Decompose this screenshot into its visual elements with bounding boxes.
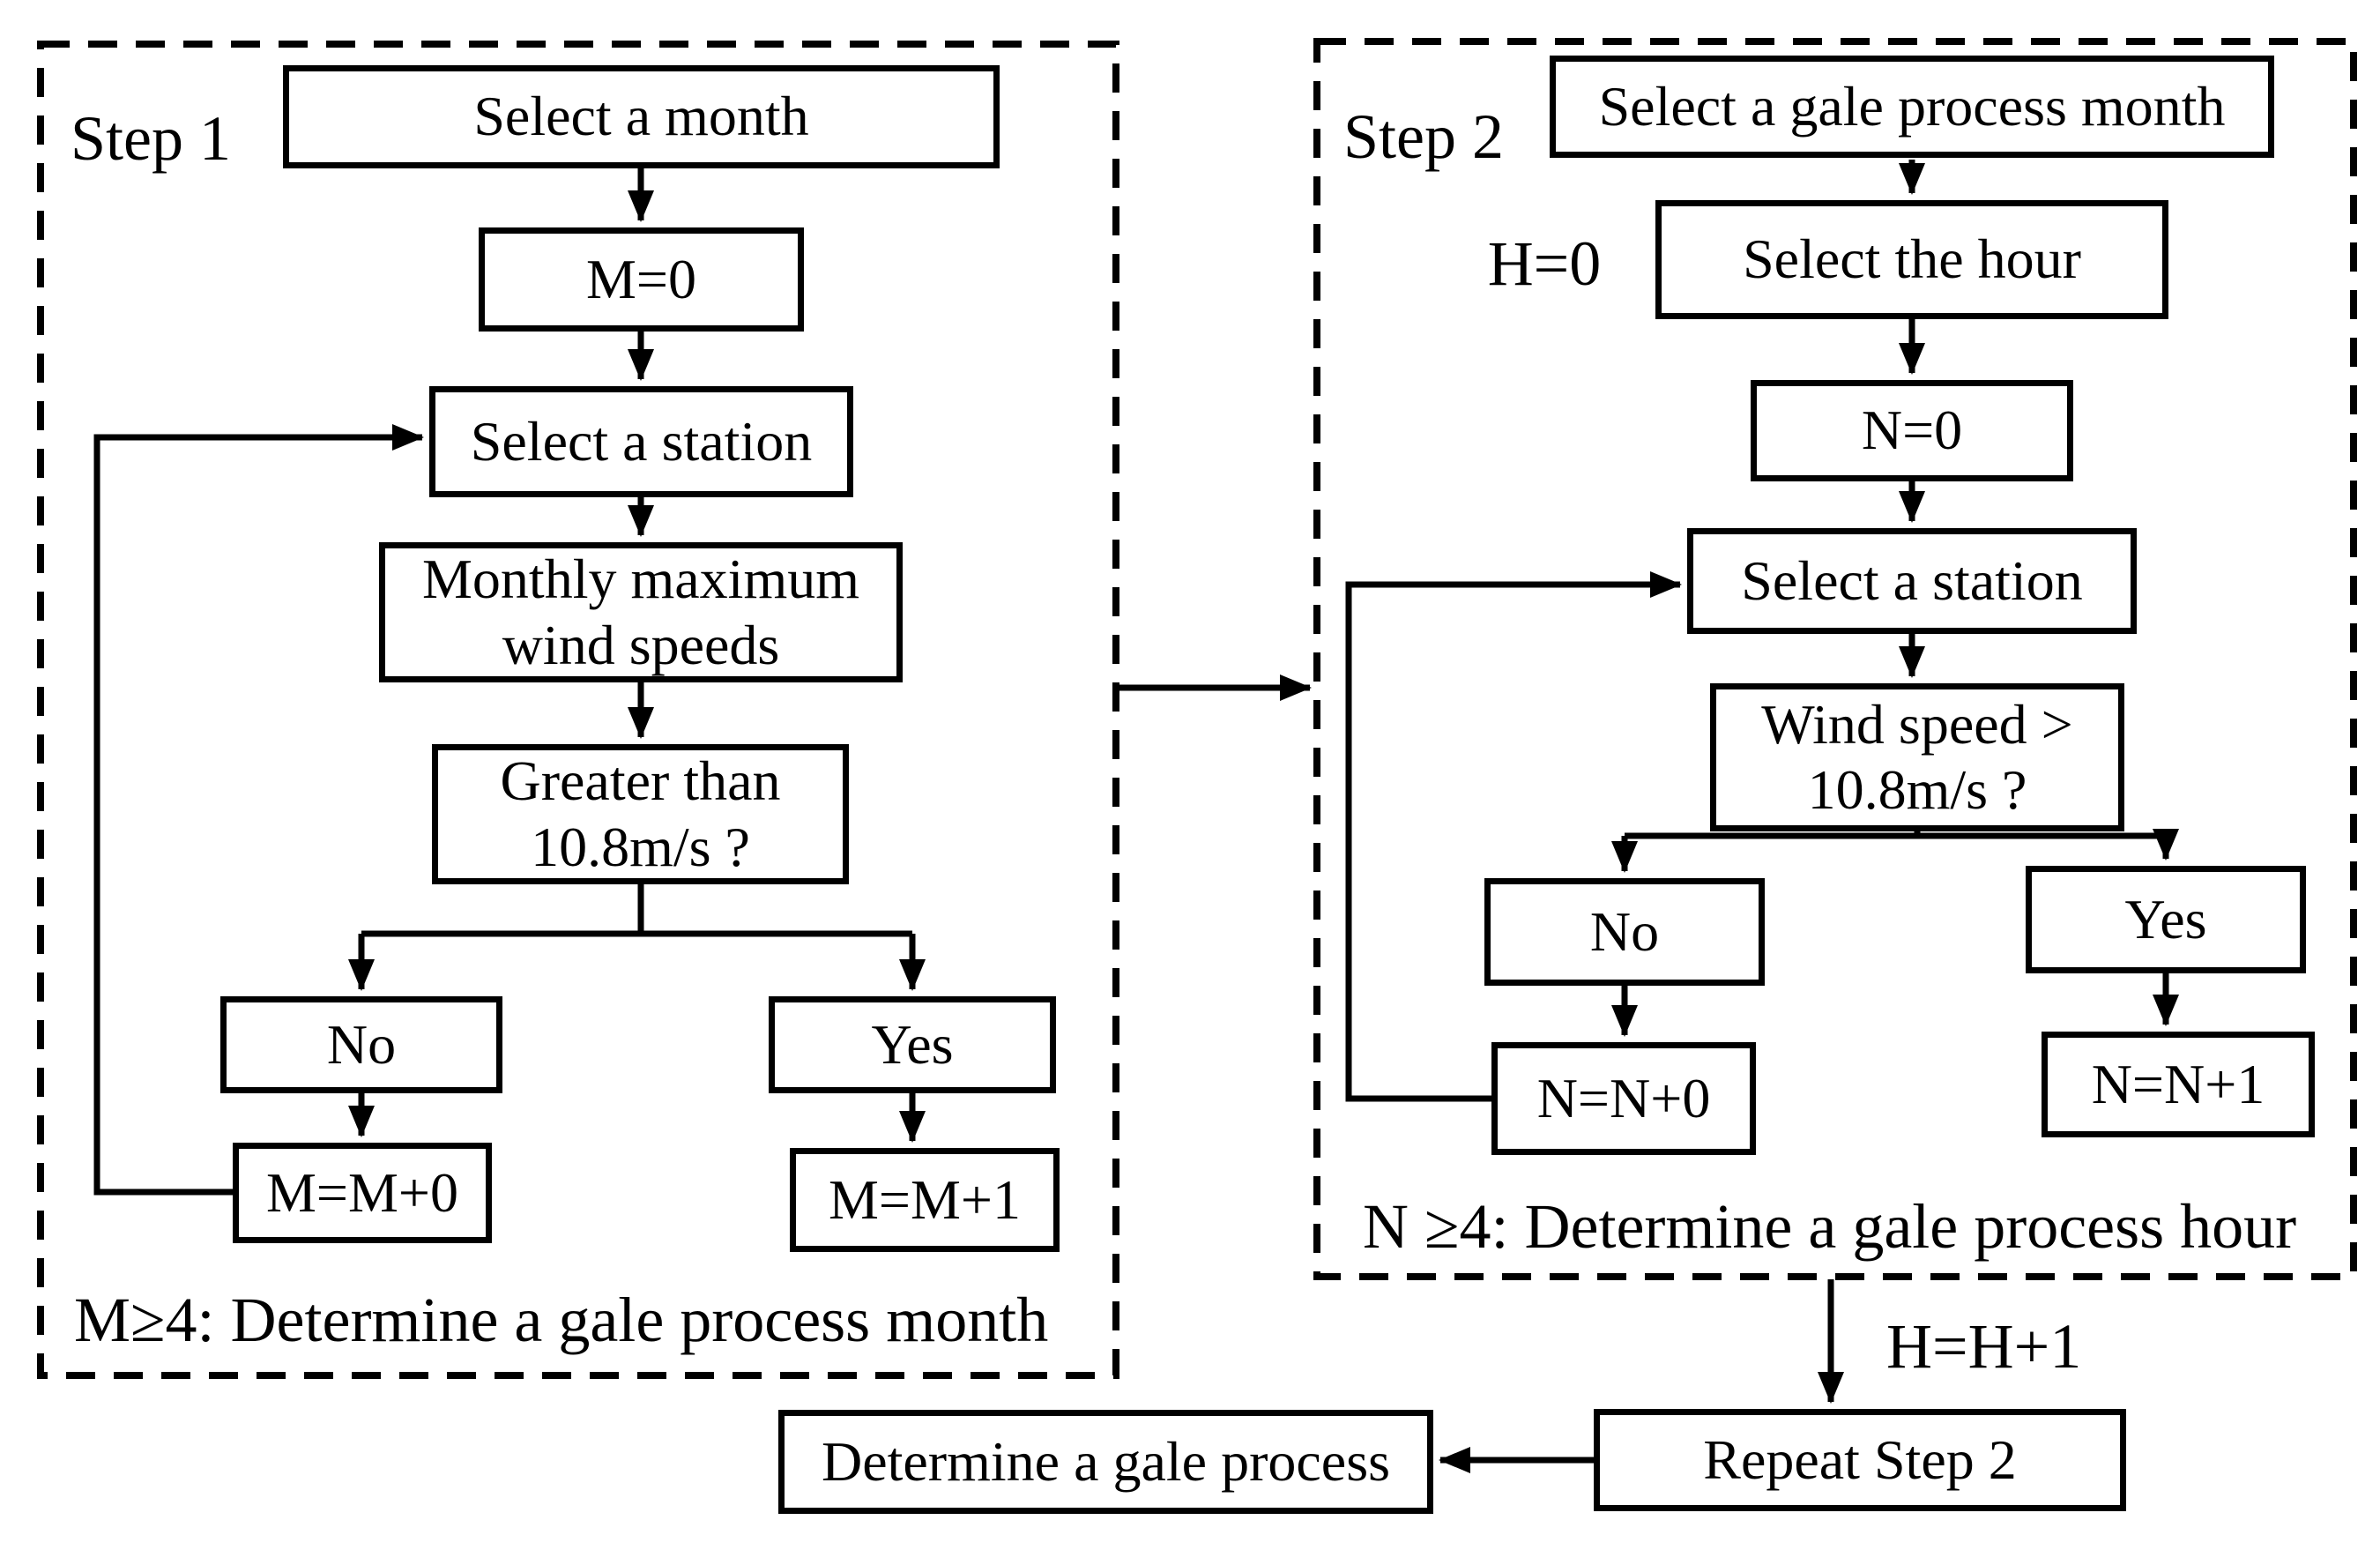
h-init-label: H=0: [1487, 228, 1602, 299]
step2-footer: N ≥4: Determine a gale process hour: [1363, 1191, 2297, 1262]
edge-step1-loop: [93, 424, 424, 1196]
node-step2-n-plus-0: N=N+0: [1491, 1042, 1756, 1155]
edge-step2-split: [1625, 831, 2166, 839]
edge-step2-loop: [1345, 571, 1682, 1102]
node-step2-n-plus-1: N=N+1: [2042, 1032, 2315, 1137]
node-step2-no: No: [1484, 878, 1765, 986]
step1-footer: M≥4: Determine a gale process month: [74, 1285, 1049, 1355]
node-step2-n-init: N=0: [1751, 380, 2073, 481]
node-step2-select-hour: Select the hour: [1655, 200, 2168, 319]
step1-boundary: [37, 41, 1119, 1379]
node-step1-greater-than: Greater than 10.8m/s ?: [432, 744, 849, 884]
node-step1-no: No: [220, 996, 502, 1093]
node-step1-monthly-max: Monthly maximum wind speeds: [379, 542, 903, 682]
node-step1-m-init: M=0: [479, 227, 804, 332]
node-step1-m-plus-1: M=M+1: [790, 1148, 1060, 1252]
node-repeat-step2: Repeat Step 2: [1594, 1409, 2126, 1511]
node-step1-m-plus-0: M=M+0: [233, 1143, 492, 1243]
node-step2-select-station: Select a station: [1687, 528, 2137, 634]
node-determine-gale: Determine a gale process: [778, 1410, 1433, 1514]
h-increment-label: H=H+1: [1886, 1311, 2082, 1382]
step2-label: Step 2: [1343, 101, 1505, 172]
step2-boundary: [1313, 38, 2357, 1280]
node-step1-yes: Yes: [769, 996, 1056, 1093]
node-step2-wind-speed: Wind speed > 10.8m/s ?: [1710, 683, 2124, 831]
node-step1-select-station: Select a station: [429, 386, 853, 497]
node-step2-yes: Yes: [2026, 866, 2306, 973]
node-step1-select-month: Select a month: [283, 65, 1000, 168]
edge-step1-split: [361, 884, 912, 937]
node-step2-select-gale-month: Select a gale process month: [1550, 56, 2274, 158]
step1-label: Step 1: [71, 103, 232, 174]
